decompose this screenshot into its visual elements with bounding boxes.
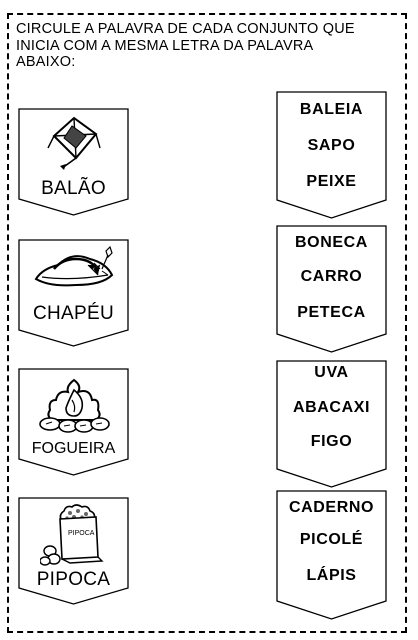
word-option[interactable]: BALEIA (299, 101, 364, 118)
word-option[interactable]: ABACAXI (292, 399, 371, 416)
kite-balloon-icon (47, 116, 101, 170)
word-option[interactable]: PEIXE (306, 173, 357, 190)
word-set-4: CADERNO PICOLÉ LÁPIS (276, 490, 387, 620)
word-set-1: BALEIA SAPO PEIXE (276, 91, 387, 219)
picture-card-chapeu: CHAPÉU (18, 239, 129, 347)
shield-outline (276, 91, 387, 219)
straw-hat-icon (34, 245, 114, 287)
instruction-line-2: INICIA COM A MESMA LETRA DA PALAVRA (16, 37, 314, 54)
word-option[interactable]: UVA (314, 364, 349, 381)
word-set-3: UVA ABACAXI FIGO (276, 360, 387, 488)
word-option[interactable]: FIGO (310, 433, 353, 450)
shield-outline (18, 108, 129, 216)
picture-card-balao: BALÃO (18, 108, 129, 216)
word-option[interactable]: CADERNO (288, 499, 375, 516)
instruction-line-1: CIRCULE A PALAVRA DE CADA CONJUNTO QUE (16, 21, 355, 37)
bonfire-icon (39, 378, 110, 433)
word-option[interactable]: PICOLÉ (299, 531, 364, 548)
word-option[interactable]: LÁPIS (306, 567, 357, 584)
picture-label-pipoca: PIPOCA (36, 569, 111, 590)
picture-card-fogueira: FOGUEIRA (18, 368, 129, 476)
picture-label-balao: BALÃO (41, 178, 106, 199)
shield-outline (276, 360, 387, 488)
word-set-2: BONECA CARRO PETECA (276, 225, 387, 353)
instruction-line-3: ABAIXO: (16, 54, 76, 70)
dashed-cut-border (7, 13, 407, 633)
popcorn-bag-icon: PIPOCA (40, 504, 104, 566)
word-option[interactable]: BONECA (295, 234, 368, 251)
picture-label-chapeu: CHAPÉU (33, 303, 114, 324)
word-option[interactable]: SAPO (307, 137, 356, 154)
picture-label-fogueira: FOGUEIRA (31, 440, 116, 457)
popcorn-bag-label: PIPOCA (68, 530, 95, 537)
shield-outline (276, 225, 387, 353)
word-option[interactable]: CARRO (300, 268, 363, 285)
word-option[interactable]: PETECA (297, 304, 366, 321)
instruction-text: CIRCULE A PALAVRA DE CADA CONJUNTO QUE I… (16, 21, 406, 71)
shield-outline (276, 490, 387, 620)
picture-card-pipoca: PIPOCA PIPOCA (18, 497, 129, 605)
